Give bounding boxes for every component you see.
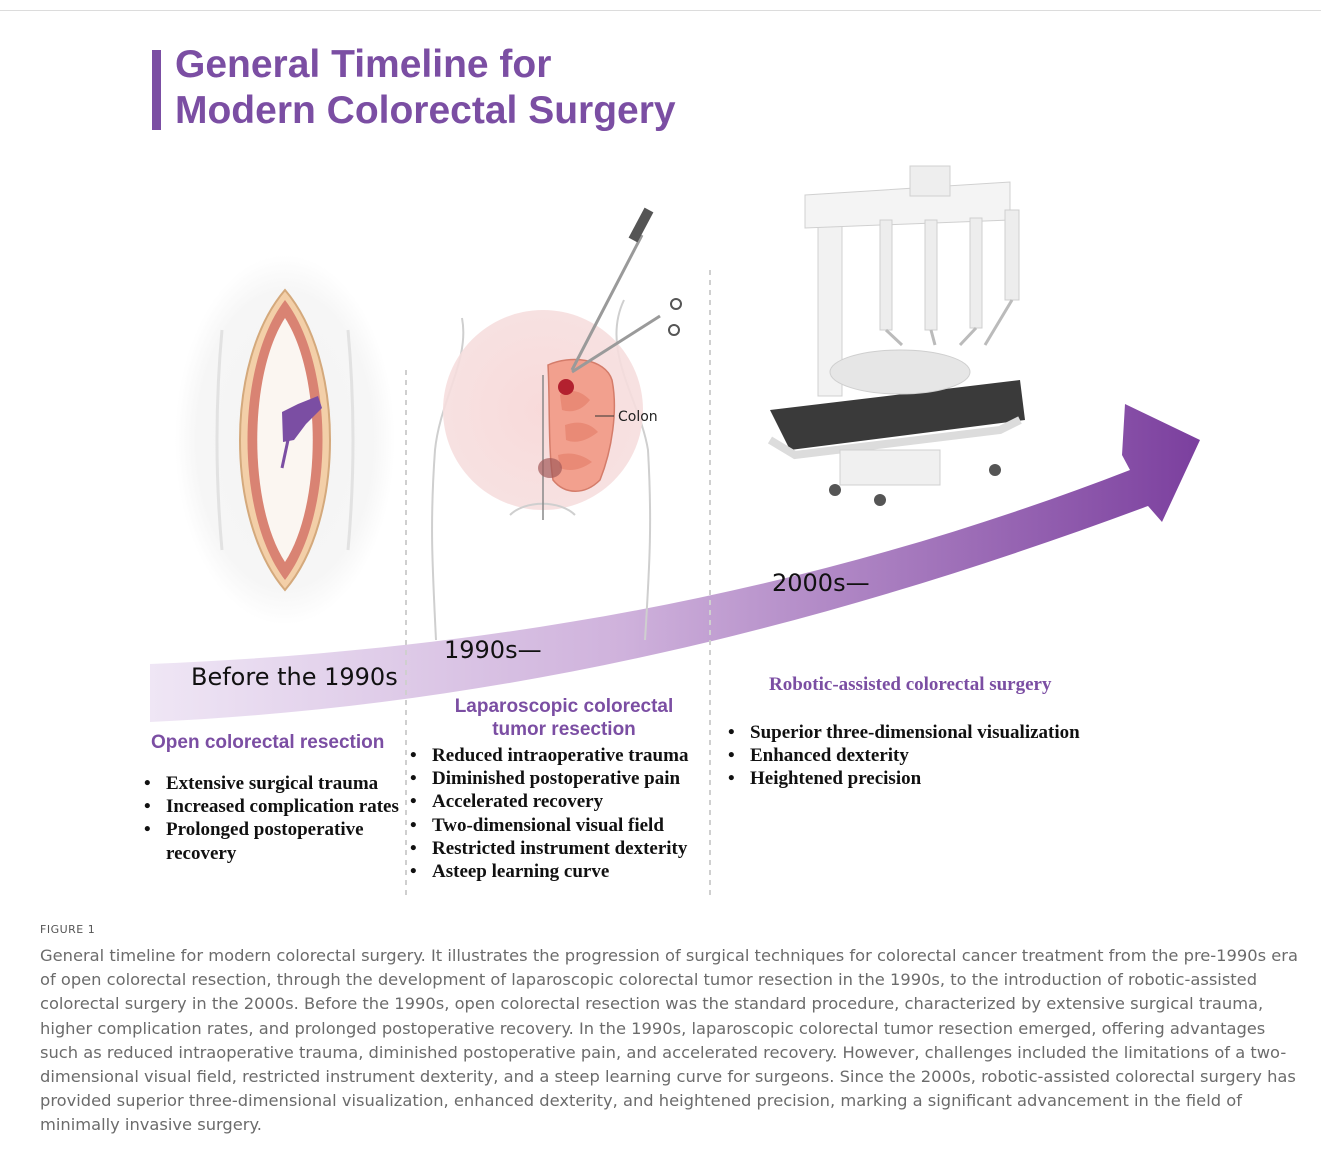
- list-item: Prolonged postoperative recovery: [142, 818, 406, 864]
- figure-caption: General timeline for modern colorectal s…: [40, 944, 1300, 1138]
- list-item: Reduced intraoperative trauma: [408, 744, 710, 767]
- laparoscopic-torso-icon: [432, 300, 650, 640]
- list-item: Heightened precision: [726, 767, 1146, 790]
- heading-line-2: tumor resection: [420, 718, 708, 741]
- bullet-list-robotic: Superior three-dimensional visualization…: [726, 721, 1146, 791]
- colon-label: Colon: [618, 409, 658, 425]
- list-item: Extensive surgical trauma: [142, 772, 406, 795]
- list-item: Two-dimensional visual field: [408, 814, 710, 837]
- era-label-1990s: 1990s—: [444, 636, 542, 664]
- figure-label: FIGURE 1: [40, 923, 95, 936]
- era-label-2000s: 2000s—: [772, 569, 870, 597]
- section-heading-open: Open colorectal resection: [151, 732, 384, 754]
- era-label-before-1990s: Before the 1990s: [191, 663, 398, 691]
- bullet-list-open: Extensive surgical trauma Increased comp…: [142, 772, 406, 865]
- surgical-robot-icon: [770, 166, 1025, 506]
- list-item: Enhanced dexterity: [726, 744, 1146, 767]
- list-item: Restricted instrument dexterity: [408, 837, 710, 860]
- section-heading-robotic: Robotic-assisted colorectal surgery: [769, 674, 1051, 696]
- heading-line-1: Laparoscopic colorectal: [420, 695, 708, 718]
- list-item: Accelerated recovery: [408, 790, 710, 813]
- list-item: Diminished postoperative pain: [408, 767, 710, 790]
- list-item: Asteep learning curve: [408, 860, 710, 883]
- list-item: Superior three-dimensional visualization: [726, 721, 1146, 744]
- bullet-list-laparoscopic: Reduced intraoperative trauma Diminished…: [408, 744, 710, 883]
- section-heading-laparoscopic: Laparoscopic colorectal tumor resection: [420, 695, 708, 741]
- list-item: Increased complication rates: [142, 795, 406, 818]
